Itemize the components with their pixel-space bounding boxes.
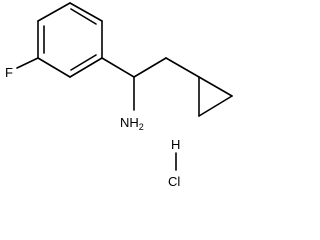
hcl-cl-label: Cl (168, 174, 180, 189)
ring-bond-6 (37, 2, 71, 22)
cyclopropyl-bond-3 (198, 76, 233, 97)
amine-n-label: N (120, 115, 129, 130)
amine-h-label: H (129, 115, 138, 130)
molecule-svg: F NH2 H Cl (5, 2, 233, 189)
cyclopropyl-bond-2 (198, 95, 233, 117)
c-f-bond (16, 57, 39, 69)
ring-bond-3 (69, 57, 103, 78)
ring-to-ch-bond (101, 57, 135, 78)
ring-double-bond-1 (70, 8, 97, 25)
amine-h-count-label: 2 (139, 122, 144, 132)
fluorine-label: F (5, 65, 13, 80)
structure-diagram: F NH2 H Cl (5, 2, 233, 189)
ch2-to-cyclopropyl-bond (165, 57, 200, 78)
ch-to-ch2-bond (133, 57, 167, 78)
amine-label: NH2 (120, 115, 144, 132)
ring-bond-4 (37, 57, 71, 78)
cyclopropyl-ring (198, 76, 233, 117)
ring-bond-1 (69, 2, 103, 22)
hcl-h-label: H (171, 137, 180, 152)
ring-double-bond-2 (70, 54, 97, 71)
benzene-ring (37, 2, 103, 78)
